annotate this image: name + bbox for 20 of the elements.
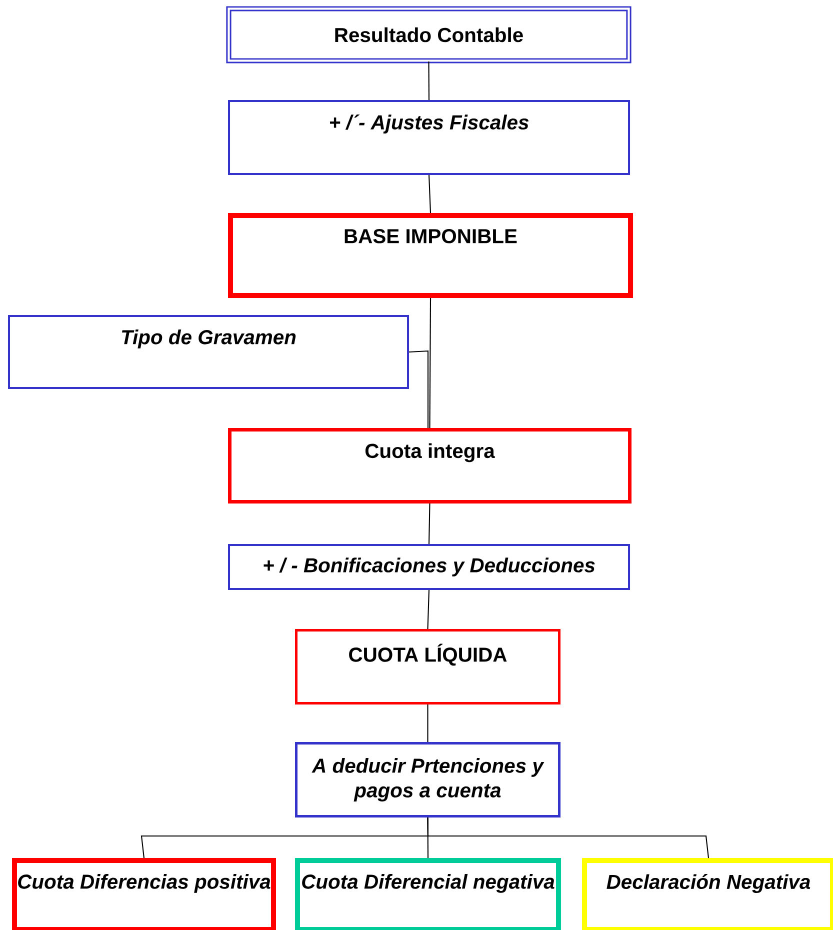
process-box: A deducir Prtenciones y pagos a cuenta (295, 742, 560, 818)
connector-line (428, 504, 430, 544)
outcome-box: Cuota Diferencial negativa (295, 858, 562, 930)
connector-line (427, 590, 430, 630)
process-box: Resultado Contable (226, 6, 632, 64)
connector-line (427, 818, 710, 858)
connector-line (427, 818, 429, 858)
result-box: BASE IMPONIBLE (228, 213, 634, 298)
result-box: CUOTA LÍQUIDA (295, 629, 560, 704)
result-box: Cuota integra (228, 428, 632, 504)
process-box: + /´- Ajustes Fiscales (228, 100, 630, 175)
connector-line (427, 704, 428, 742)
outcome-box: Declaración Negativa (582, 858, 833, 930)
connector-line (429, 298, 432, 428)
outcome-box: Cuota Diferencias positiva (12, 858, 276, 930)
process-box: Tipo de Gravamen (8, 315, 410, 389)
process-box: + / - Bonificaciones y Deducciones (228, 544, 630, 590)
connector-line (408, 350, 429, 428)
connector-line (428, 61, 430, 100)
connector-line (428, 174, 432, 214)
